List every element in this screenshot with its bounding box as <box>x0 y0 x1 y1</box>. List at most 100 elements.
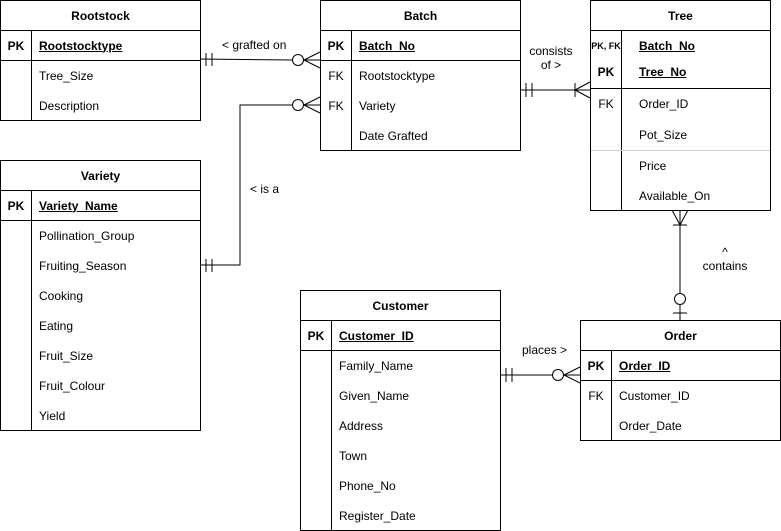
attribute-row: Phone_No <box>301 471 500 501</box>
attribute-row: Available_On <box>591 181 770 211</box>
key-column-divider <box>621 31 622 210</box>
attribute-name: Batch_No <box>639 39 696 53</box>
attribute-name: Town <box>339 449 368 463</box>
connector-rootstock-batch <box>199 51 321 69</box>
key-column-divider <box>611 351 612 440</box>
key-label: FK <box>588 389 604 403</box>
attribute-name: Phone_No <box>339 479 396 493</box>
relationship-label-consists-of: consists of > <box>524 44 578 72</box>
attribute-row: Pot_Size <box>591 119 770 151</box>
attribute-name: Order_ID <box>639 97 689 111</box>
attribute-row: FK Customer_ID <box>581 381 780 411</box>
attribute-row: Fruit_Size <box>1 341 200 371</box>
attribute-name: Available_On <box>639 189 711 203</box>
attribute-row: Family_Name <box>301 351 500 381</box>
key-column-divider <box>331 321 332 530</box>
attribute-row: PK Order_ID <box>581 351 780 381</box>
key-column-divider <box>31 31 32 120</box>
entity-title: Order <box>581 321 780 351</box>
attribute-name: Description <box>39 99 100 113</box>
attribute-name: Order_ID <box>619 358 671 373</box>
attribute-name: Customer_ID <box>339 328 414 343</box>
relationship-label-line: consists <box>529 44 573 58</box>
entity-batch[interactable]: Batch PK Batch_No FK Rootstocktype FK Va… <box>320 0 521 151</box>
entity-title: Tree <box>591 1 770 31</box>
attribute-name: Register_Date <box>339 509 416 523</box>
attribute-row: Date Grafted <box>321 121 520 151</box>
key-label: PK <box>307 328 325 343</box>
attribute-name: Pot_Size <box>639 127 688 142</box>
connector-variety-batch <box>200 96 321 272</box>
entity-order[interactable]: Order PK Order_ID FK Customer_ID Order_D… <box>580 320 781 441</box>
attribute-row: Address <box>301 411 500 441</box>
connector-customer-order <box>500 366 581 384</box>
attribute-row: Fruit_Colour <box>1 371 200 401</box>
relationship-label-line: contains <box>702 259 748 273</box>
attribute-name: Variety_Name <box>39 198 118 213</box>
entity-variety[interactable]: Variety PK Variety_Name Pollination_Grou… <box>0 160 201 431</box>
attribute-name: Eating <box>39 319 74 333</box>
entity-title: Variety <box>1 161 200 191</box>
entity-title: Batch <box>321 1 520 31</box>
attribute-row: FK Order_ID <box>591 89 770 119</box>
entity-tree[interactable]: Tree PK, FK Batch_No PK Tree_No FK Order… <box>590 0 771 211</box>
key-label: PK <box>7 198 25 213</box>
attribute-name: Fruiting_Season <box>39 259 127 273</box>
attribute-row: Fruiting_Season <box>1 251 200 281</box>
attribute-row: Town <box>301 441 500 471</box>
relationship-label-line: ^ <box>722 245 728 259</box>
attribute-name: Rootstocktype <box>359 69 436 83</box>
attribute-row: PK Customer_ID <box>301 321 500 351</box>
key-label: FK <box>328 99 344 113</box>
relationship-label-line: of > <box>540 58 562 72</box>
key-label: PK, FK <box>591 41 621 51</box>
relationship-label-is-a: < is a <box>250 182 280 196</box>
attribute-name: Date Grafted <box>359 129 428 143</box>
key-column-divider <box>351 31 352 150</box>
relationship-label-grafted-on: < grafted on <box>222 38 287 52</box>
attribute-name: Tree_Size <box>39 69 94 83</box>
attribute-name: Fruit_Size <box>39 349 94 363</box>
key-label: PK <box>327 38 345 53</box>
entity-title: Customer <box>301 291 500 321</box>
attribute-name: Variety <box>359 99 396 113</box>
attribute-name: Family_Name <box>339 359 414 373</box>
connector-order-tree <box>671 209 689 320</box>
attribute-row: Pollination_Group <box>1 221 200 251</box>
attribute-name: Yield <box>39 409 66 423</box>
key-label: PK <box>7 38 25 53</box>
attribute-name: Tree_No <box>639 65 687 79</box>
relationship-label-places: places > <box>522 343 568 357</box>
attribute-row: Order_Date <box>581 411 780 441</box>
key-label: FK <box>598 97 614 111</box>
attribute-name: Rootstocktype <box>39 38 123 53</box>
attribute-row: PK Rootstocktype <box>1 31 200 61</box>
attribute-name: Fruit_Colour <box>39 379 106 393</box>
attribute-row: FK Variety <box>321 91 520 121</box>
relationship-label-contains: ^ contains <box>696 245 754 273</box>
attribute-row: Register_Date <box>301 501 500 531</box>
key-label: PK <box>587 358 605 373</box>
attribute-name: Batch_No <box>359 38 416 53</box>
attribute-row: Tree_Size <box>1 61 200 91</box>
attribute-name: Customer_ID <box>619 389 690 403</box>
attribute-row: FK Rootstocktype <box>321 61 520 91</box>
attribute-row: Eating <box>1 311 200 341</box>
key-label: FK <box>328 69 344 83</box>
attribute-row: PK Batch_No <box>321 31 520 61</box>
attribute-row: Yield <box>1 401 200 431</box>
key-column-divider <box>31 191 32 430</box>
attribute-name: Given_Name <box>339 389 410 403</box>
attribute-name: Pollination_Group <box>39 229 135 243</box>
attribute-name: Address <box>339 419 384 433</box>
entity-title: Rootstock <box>1 1 200 31</box>
connector-batch-tree <box>520 81 591 99</box>
attribute-row: Given_Name <box>301 381 500 411</box>
entity-rootstock[interactable]: Rootstock PK Rootstocktype Tree_Size Des… <box>0 0 201 121</box>
attribute-row: PK Variety_Name <box>1 191 200 221</box>
attribute-name: Order_Date <box>619 419 682 433</box>
attribute-row: Cooking <box>1 281 200 311</box>
entity-customer[interactable]: Customer PK Customer_ID Family_Name Give… <box>300 290 501 531</box>
attribute-name: Price <box>639 159 667 173</box>
